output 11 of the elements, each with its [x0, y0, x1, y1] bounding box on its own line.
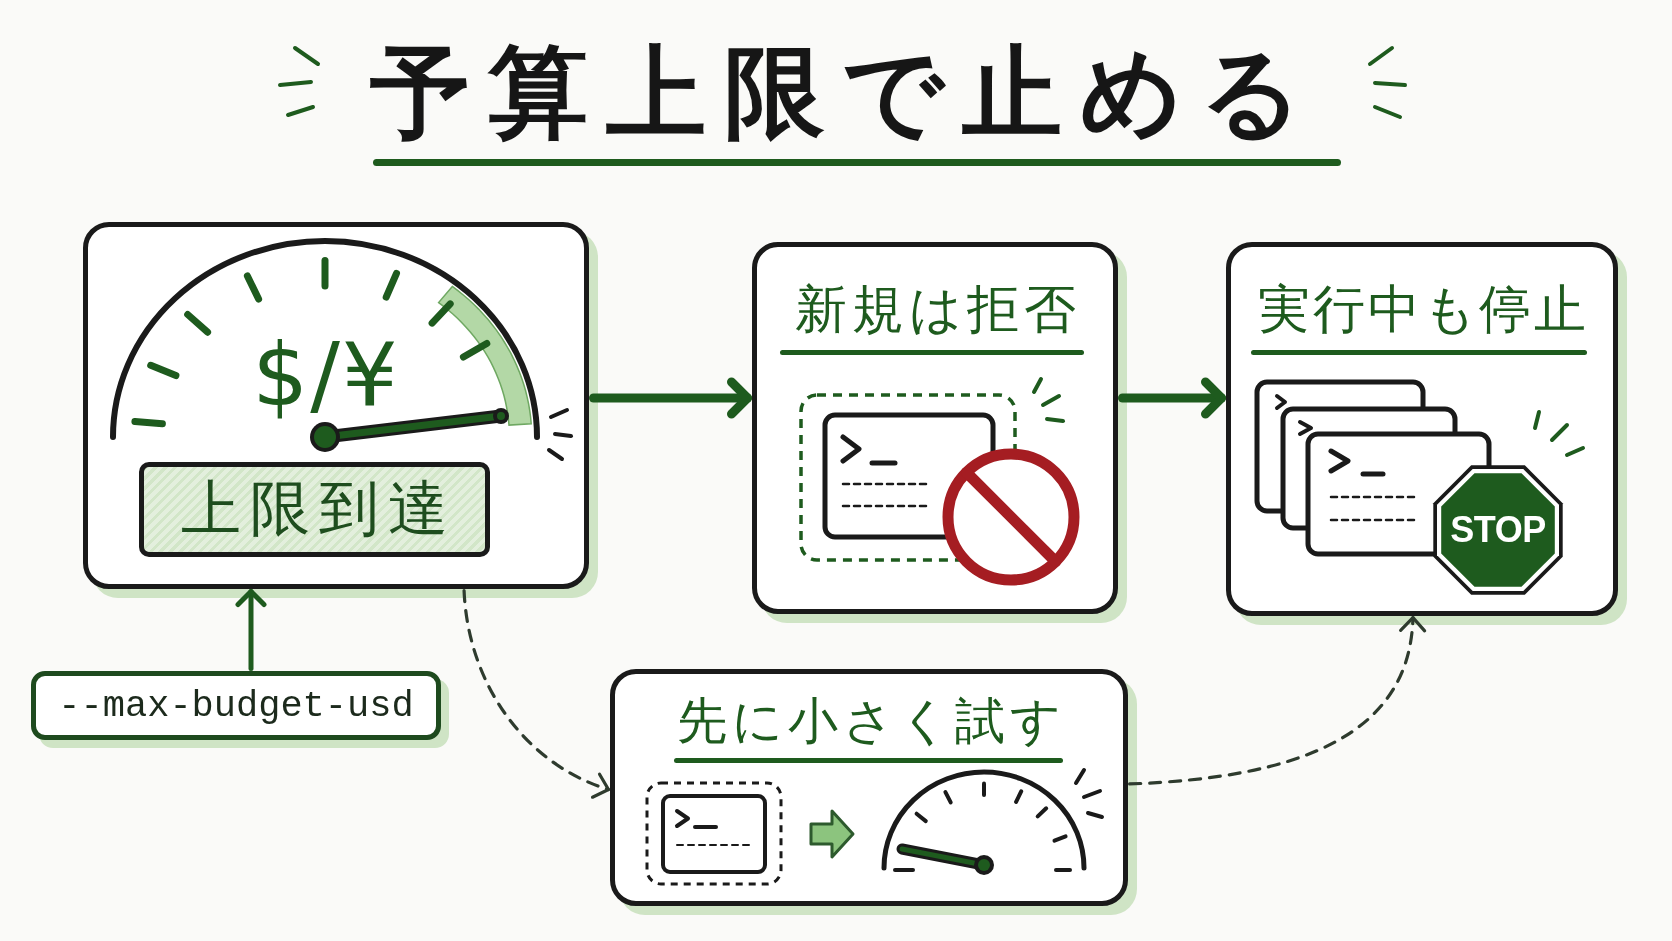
- arrow: [235, 589, 267, 671]
- card-heading: 新規は拒否: [793, 281, 1081, 339]
- arrow: [1118, 377, 1226, 419]
- card-heading: 実行中も停止: [1257, 281, 1589, 339]
- currency-symbols: $/¥: [252, 327, 400, 424]
- dashed-arrow: [1128, 616, 1426, 786]
- title: 予算上限で止める: [369, 34, 1320, 152]
- status-banner: 上限到達: [139, 462, 490, 557]
- dashed-arrow: [462, 589, 611, 798]
- arrow: [589, 377, 752, 419]
- card-heading: 先に小さく試す: [676, 694, 1066, 749]
